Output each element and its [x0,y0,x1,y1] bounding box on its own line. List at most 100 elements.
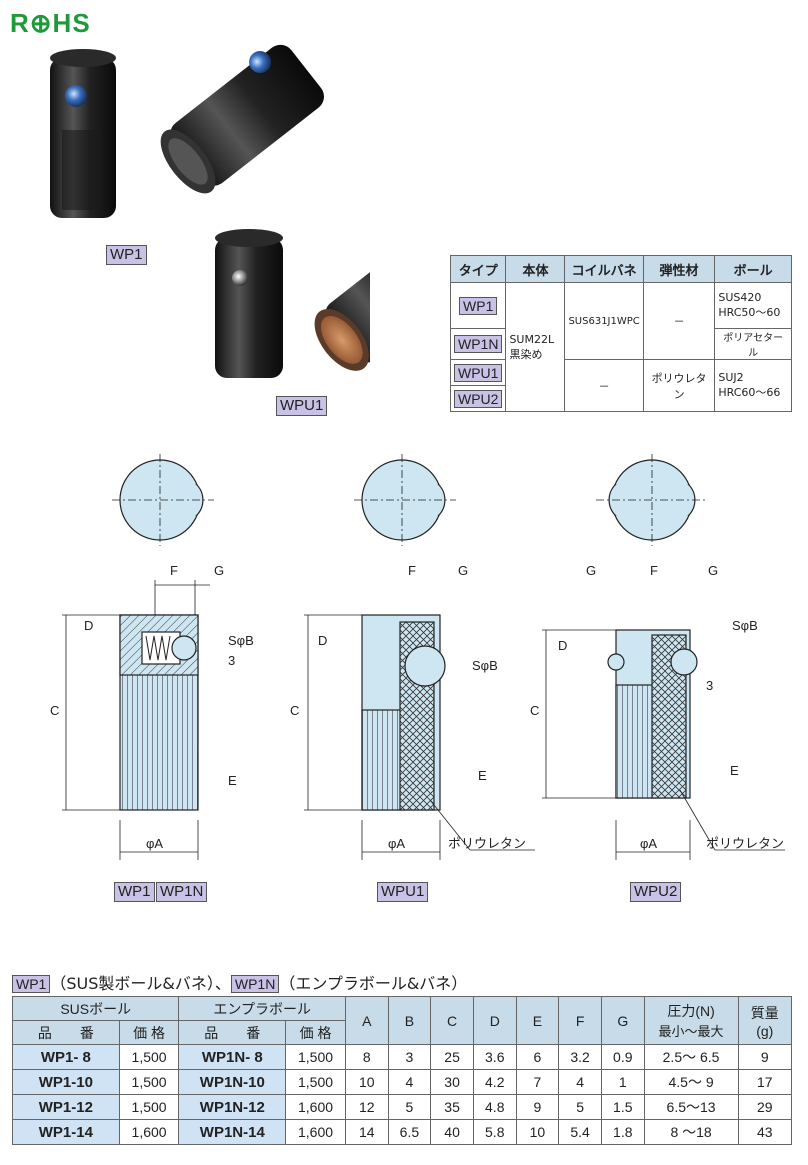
val-force: 4.5～ 9 [643,1069,739,1095]
spec-group-eng: エンプラボール [178,996,346,1021]
wpu1-dim-e: E [478,768,487,783]
spec-col-e: E [515,996,560,1045]
sus-part-no: WP1-14 [12,1119,120,1145]
val-g: 0.9 [600,1044,645,1070]
val-g: 1 [600,1069,645,1095]
wp1-dim-c: C [50,703,59,718]
wpu2-poly: ポリウレタン [706,836,784,851]
wp1-side-view [119,614,204,811]
wp1-dim-phia: φA [146,836,163,851]
mat-spring-wp: SUS631J1WPC [564,282,644,360]
wpu2-dim-phia: φA [640,836,657,851]
spec-section-title: WP1（SUS製ボール&バネ）、WP1N（エンプラボール&バネ） [12,970,467,994]
spec-col-b: B [387,996,432,1045]
eng-part-no: WP1N-10 [178,1069,287,1095]
wpu1-top-view [354,454,456,546]
val-a: 12 [344,1094,389,1120]
val-c: 30 [430,1069,474,1095]
drawing-label-wp1n: WP1N [156,882,208,902]
spec-col-mass: 質量(g) [737,996,793,1045]
section-badge-wp1n: WP1N [230,975,280,993]
sus-part-no: WP1- 8 [12,1044,120,1070]
val-f: 3.2 [558,1044,602,1070]
sus-price: 1,500 [118,1094,180,1120]
spec-col-force: 圧力(N)最小～最大 [643,996,739,1045]
val-mass: 17 [737,1069,793,1095]
wpu1-photo-lying [314,243,370,371]
val-mass: 29 [737,1094,793,1120]
section-badge-wp1: WP1 [12,975,51,993]
spec-group-sus: SUSボール [11,996,180,1021]
val-e: 6 [515,1044,560,1070]
val-c: 40 [430,1119,474,1145]
mat-type-wp1: WP1 [459,296,498,315]
eng-price: 1,600 [285,1094,346,1120]
section-text-1: （SUS製ボール&バネ）、 [50,974,231,993]
wpu2-dim-e: E [730,763,739,778]
val-c: 25 [430,1044,474,1070]
wpu1-side-view [361,614,446,811]
val-b: 4 [387,1069,432,1095]
wpu2-dim-c: C [530,703,539,718]
drawing-label-wpu2: WPU2 [630,882,682,902]
eng-price: 1,500 [285,1044,346,1070]
wp1-dim-e: E [228,773,237,788]
wp1-dim-d: D [84,618,93,633]
wp1-dim-f: F [170,563,178,578]
table-row: WP1-10 1,500 WP1N-10 1,500 10 4 30 4.2 7… [12,1069,793,1095]
rohs-logo: R⊕HS [10,8,91,38]
mat-ball-wp1n: ポリアセタール [714,328,792,360]
spec-col-a: A [344,996,389,1045]
val-force: 6.5～13 [643,1094,739,1120]
wpu1-photo-label: WPU1 [276,396,328,416]
val-f: 5.4 [558,1119,602,1145]
eng-price: 1,600 [285,1119,346,1145]
wpu2-dim-g-left: G [586,563,596,578]
val-mass: 43 [737,1119,793,1145]
wp1-dim-g: G [214,563,224,578]
wpu2-dim-sphib: SφB [732,618,758,633]
val-b: 6.5 [387,1119,432,1145]
spec-col-d: D [472,996,517,1045]
wpu1-dim-c: C [290,703,299,718]
val-b: 5 [387,1094,432,1120]
sus-part-no: WP1-10 [12,1069,120,1095]
mat-header-body: 本体 [505,255,566,283]
wp1-photo-label: WP1 [106,245,147,265]
mass-unit: (g) [756,1022,774,1039]
val-e: 9 [515,1094,560,1120]
mat-ball-wp1: SUS420 HRC50～60 [718,291,781,319]
val-d: 5.8 [472,1119,517,1145]
eng-part-no: WP1N- 8 [178,1044,287,1070]
wpu1-dim-f: F [408,563,416,578]
force-label: 圧力(N) [667,1003,715,1019]
wpu1-poly: ポリウレタン [448,836,526,851]
spec-col-sus-pn: 品 番 [12,1020,120,1045]
val-a: 10 [344,1069,389,1095]
table-row: WP1-12 1,500 WP1N-12 1,600 12 5 35 4.8 9… [12,1094,793,1120]
val-d: 3.6 [472,1044,517,1070]
spec-col-f: F [558,996,602,1045]
val-mass: 9 [737,1044,793,1070]
material-table: タイプ 本体 コイルバネ 弾性材 ボール WP1 SUM22L 黒染め SUS6… [449,255,792,412]
wpu1-dim-sphib: SφB [472,658,498,673]
val-f: 4 [558,1069,602,1095]
mat-header-elastic: 弾性材 [642,255,716,283]
wp1-dim-sphib: SφB [228,633,254,648]
wpu2-dim-f: F [650,563,658,578]
product-photos [50,44,370,378]
wp1-photo-upright [50,49,116,218]
mat-elastic-wpu: ポリウレタン [642,359,716,412]
spec-col-sus-price: 価 格 [118,1020,180,1045]
val-e: 7 [515,1069,560,1095]
val-d: 4.8 [472,1094,517,1120]
section-text-2: （エンプラボール&バネ） [279,974,468,993]
sus-part-no: WP1-12 [12,1094,120,1120]
val-g: 1.8 [600,1119,645,1145]
val-force: 2.5～ 6.5 [643,1044,739,1070]
sus-price: 1,600 [118,1119,180,1145]
mass-label: 質量 [750,1004,779,1021]
eng-price: 1,500 [285,1069,346,1095]
wp1-photo-lying [160,44,324,194]
drawing-label-wp1: WP1 [114,882,155,902]
